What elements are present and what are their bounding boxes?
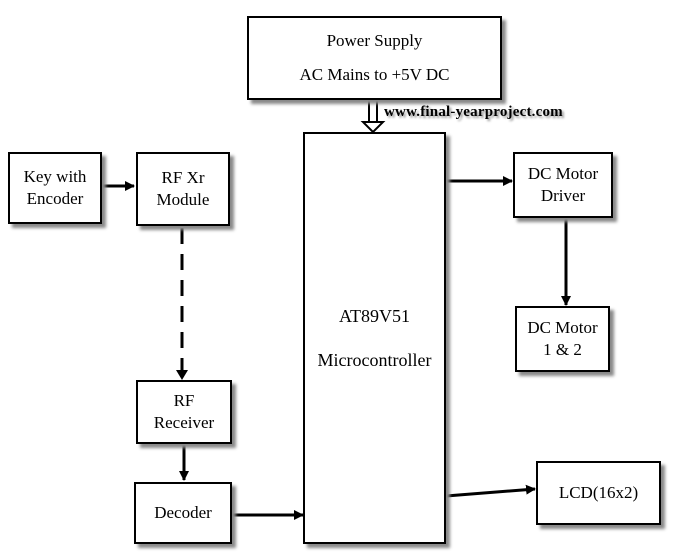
website-watermark: www.final-yearproject.com (384, 104, 563, 120)
power-supply-title: Power Supply (326, 31, 423, 50)
dc-motor-driver-line1: DC Motor (527, 164, 599, 183)
decoder-label: Decoder (154, 503, 212, 522)
arrow-power-to-mcu (360, 100, 386, 134)
rf-transmitter-line1: RF Xr (161, 168, 205, 187)
arrow-mcu-to-lcd (445, 484, 536, 498)
rf-transmitter-block: RF Xr Module (136, 152, 230, 226)
dc-motor-line2: 1 & 2 (543, 340, 582, 359)
arrowhead-rf-link (176, 370, 188, 380)
key-encoder-line2: Encoder (26, 189, 84, 208)
key-encoder-line1: Key with (23, 167, 87, 186)
rf-receiver-block: RF Receiver (136, 380, 232, 444)
decoder-block: Decoder (134, 482, 232, 544)
dc-motor-driver-line2: Driver (540, 186, 586, 205)
lcd-block: LCD(16x2) (536, 461, 661, 525)
key-encoder-block: Key with Encoder (8, 152, 102, 224)
dc-motor-driver-block: DC Motor Driver (513, 152, 613, 218)
lcd-label: LCD(16x2) (558, 483, 639, 502)
rf-receiver-line1: RF (173, 391, 195, 410)
microcontroller-model: AT89V51 (339, 306, 410, 326)
microcontroller-block: AT89V51 Microcontroller (303, 132, 446, 544)
dc-motor-block: DC Motor 1 & 2 (515, 306, 610, 372)
power-supply-block: Power Supply AC Mains to +5V DC (247, 16, 502, 100)
rf-receiver-line2: Receiver (153, 413, 215, 432)
dc-motor-line1: DC Motor (527, 318, 598, 337)
rf-transmitter-line2: Module (156, 190, 210, 209)
microcontroller-label: Microcontroller (317, 350, 432, 370)
power-supply-subtitle: AC Mains to +5V DC (299, 65, 450, 84)
